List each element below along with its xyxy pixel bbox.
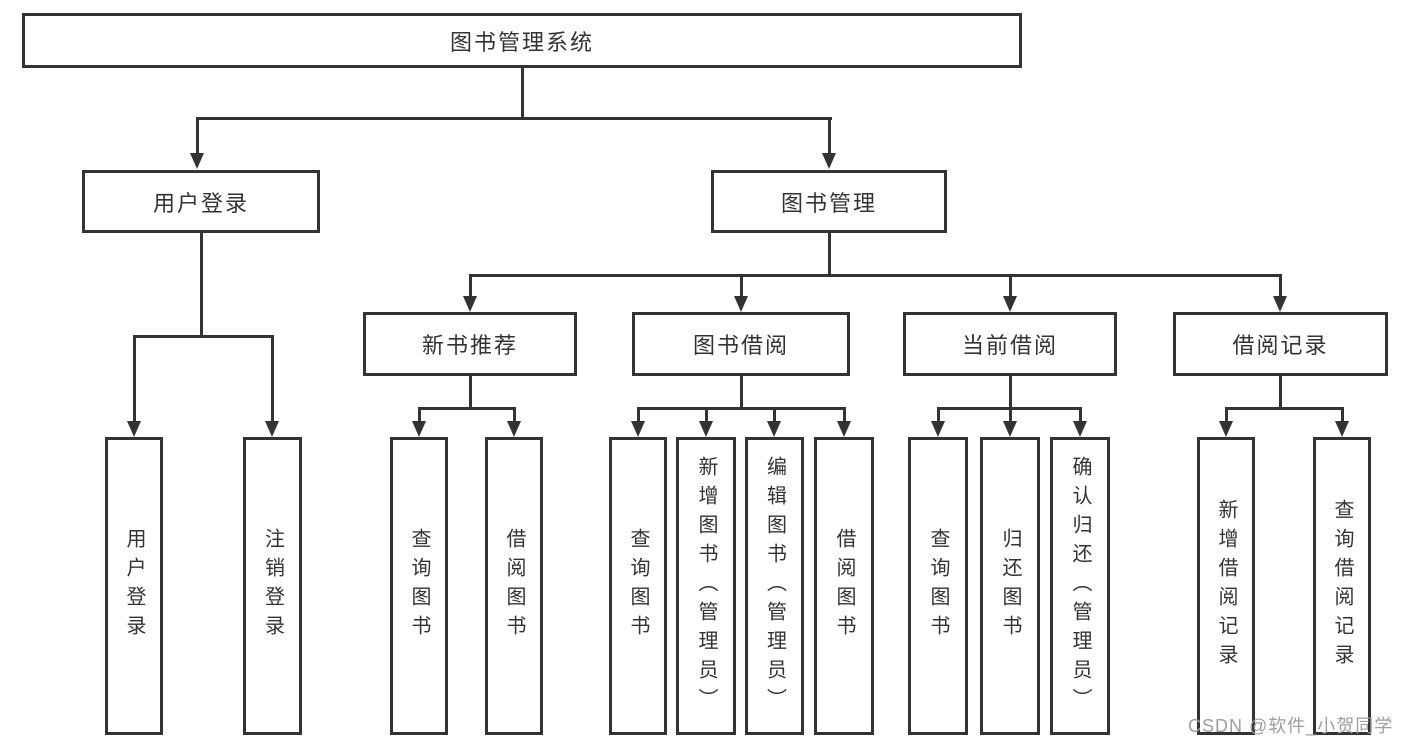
leaf-borrow-edit-books-admin-label: 编辑图书（管理员） [763, 455, 786, 717]
node-new-book-recommend: 新书推荐 [363, 312, 577, 376]
connector-shaft [1279, 274, 1282, 298]
leaf-records-add-record-label: 新增借阅记录 [1215, 499, 1237, 673]
leaf-borrow-borrow-books-label: 借阅图书 [833, 528, 855, 644]
connector-level3-rail [469, 274, 1282, 277]
leaf-current-return-books: 归还图书 [980, 437, 1040, 735]
connector-root-rail [196, 117, 832, 120]
node-user-login: 用户登录 [82, 170, 320, 233]
leaf-logout-label: 注销登录 [261, 528, 284, 644]
leaf-current-confirm-return-admin: 确认归还（管理员） [1050, 437, 1110, 735]
node-book-management-label: 图书管理 [780, 190, 877, 216]
leaf-records-add-record: 新增借阅记录 [1197, 437, 1255, 735]
arrow-down-icon [1219, 421, 1233, 437]
connector-shaft [705, 407, 708, 423]
leaf-current-query-books-label: 查询图书 [927, 528, 949, 644]
leaf-user-login: 用户登录 [105, 437, 163, 735]
leaf-borrow-query-books: 查询图书 [609, 437, 667, 735]
node-new-book-recommend-label: 新书推荐 [421, 333, 518, 358]
leaf-current-confirm-return-admin-label: 确认归还（管理员） [1069, 455, 1091, 717]
leaf-current-return-books-label: 归还图书 [999, 528, 1021, 644]
arrow-down-icon [1273, 296, 1287, 312]
connector-userlogin-stub [200, 233, 203, 338]
connector-shaft [1009, 274, 1012, 298]
arrow-down-icon [631, 421, 645, 437]
arrow-down-icon [699, 421, 713, 437]
connector-newbook-stub [469, 376, 472, 410]
connector-newbook-rail [418, 407, 516, 410]
connector-shaft [271, 335, 274, 423]
arrow-down-icon [412, 421, 426, 437]
node-book-management: 图书管理 [711, 170, 947, 233]
leaf-borrow-borrow-books: 借阅图书 [814, 437, 874, 735]
arrow-down-icon [507, 421, 521, 437]
leaf-newbook-borrow-books: 借阅图书 [485, 437, 543, 735]
connector-shaft [740, 274, 743, 298]
connector-current-stub [1009, 376, 1012, 410]
connector-shaft [1225, 407, 1228, 423]
connector-shaft [133, 335, 136, 423]
arrow-down-icon [1073, 421, 1087, 437]
leaf-logout: 注销登录 [243, 437, 302, 735]
connector-bookborrow-rail [637, 407, 846, 410]
leaf-newbook-query-books-label: 查询图书 [408, 528, 430, 644]
leaf-borrow-add-books-admin-label: 新增图书（管理员） [695, 455, 717, 717]
leaf-records-query-record: 查询借阅记录 [1313, 437, 1371, 735]
leaf-borrow-query-books-label: 查询图书 [627, 528, 649, 644]
connector-shaft [196, 117, 199, 155]
arrow-down-icon [822, 153, 836, 169]
arrow-down-icon [931, 421, 945, 437]
watermark: CSDN @软件_小贺同学 [1188, 716, 1394, 736]
leaf-borrow-edit-books-admin: 编辑图书（管理员） [745, 437, 804, 735]
arrow-down-icon [1335, 421, 1349, 437]
arrow-down-icon [837, 421, 851, 437]
connector-shaft [1079, 407, 1082, 423]
node-root: 图书管理系统 [22, 13, 1022, 68]
connector-bookborrow-stub [740, 376, 743, 410]
arrow-down-icon [1003, 421, 1017, 437]
node-user-login-label: 用户登录 [152, 190, 249, 216]
node-borrow-records-label: 借阅记录 [1232, 333, 1329, 358]
node-root-label: 图书管理系统 [449, 29, 594, 55]
connector-shaft [828, 117, 831, 155]
connector-records-stub [1279, 376, 1282, 410]
connector-shaft [469, 274, 472, 298]
leaf-user-login-label: 用户登录 [123, 528, 145, 644]
node-book-borrow-label: 图书借阅 [692, 333, 789, 358]
connector-shaft [418, 407, 421, 423]
arrow-down-icon [767, 421, 781, 437]
arrow-down-icon [127, 421, 141, 437]
node-borrow-records: 借阅记录 [1173, 312, 1388, 376]
leaf-newbook-query-books: 查询图书 [390, 437, 448, 735]
node-current-borrow: 当前借阅 [903, 312, 1117, 376]
arrow-down-icon [463, 296, 477, 312]
connector-bookmgmt-stub [828, 233, 831, 277]
connector-records-rail [1225, 407, 1344, 410]
node-book-borrow: 图书借阅 [632, 312, 850, 376]
leaf-records-query-record-label: 查询借阅记录 [1331, 499, 1353, 673]
arrow-down-icon [190, 153, 204, 169]
arrow-down-icon [1003, 296, 1017, 312]
leaf-borrow-add-books-admin: 新增图书（管理员） [676, 437, 736, 735]
connector-shaft [1009, 407, 1012, 423]
connector-root-stub [521, 68, 524, 120]
connector-shaft [773, 407, 776, 423]
connector-shaft [637, 407, 640, 423]
connector-shaft [937, 407, 940, 423]
node-current-borrow-label: 当前借阅 [961, 333, 1058, 358]
connector-userlogin-rail [133, 335, 274, 338]
leaf-newbook-borrow-books-label: 借阅图书 [503, 528, 525, 644]
arrow-down-icon [265, 421, 279, 437]
connector-shaft [1341, 407, 1344, 423]
arrow-down-icon [734, 296, 748, 312]
leaf-current-query-books: 查询图书 [908, 437, 968, 735]
connector-shaft [513, 407, 516, 423]
connector-shaft [843, 407, 846, 423]
